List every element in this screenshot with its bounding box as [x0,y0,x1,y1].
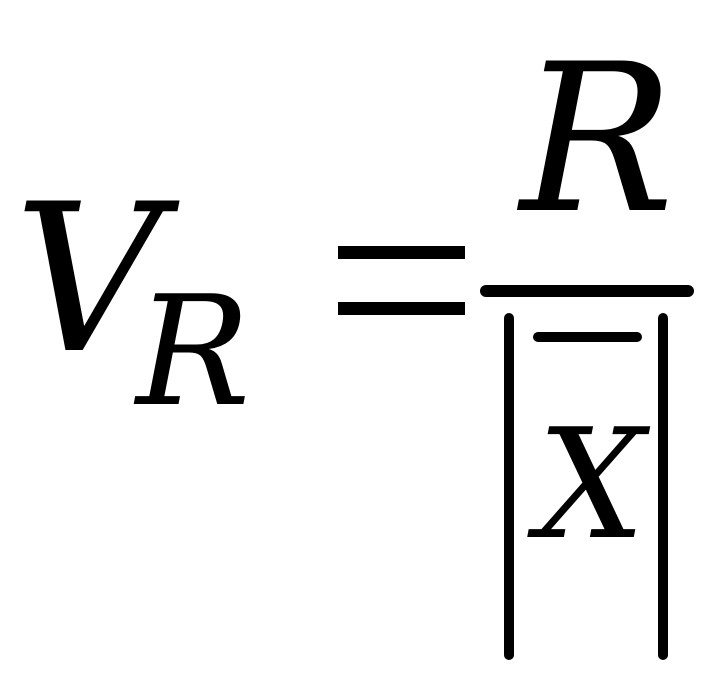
voltage-symbol: V [14,161,180,399]
fraction-numerator: R [516,21,674,259]
equals-sign [338,246,465,315]
voltage-subscript: R [133,263,250,440]
denominator-variable: X [527,396,651,573]
